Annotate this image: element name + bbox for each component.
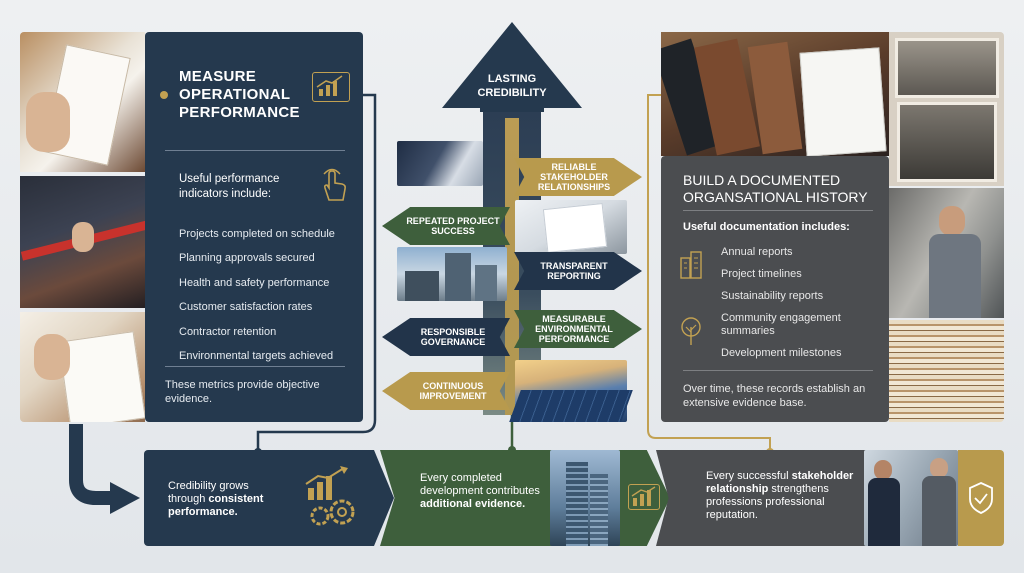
paper-stacks-photo xyxy=(889,320,1004,422)
list-item: Project timelines xyxy=(721,268,802,280)
list-item: Customer satisfaction rates xyxy=(179,301,313,314)
bottom-text-1: Credibility grows through consistent per… xyxy=(168,480,264,518)
list-item: Sustainability reports xyxy=(721,290,824,302)
ribbon-cutting-photo xyxy=(20,176,145,308)
pointer-hand-icon xyxy=(315,166,351,204)
banner-continuous-improvement: CONTINUOUS IMPROVEMENT xyxy=(382,372,510,410)
panel-title: MEASURE OPERATIONAL PERFORMANCE xyxy=(179,68,300,121)
panel-footer: These metrics provide objective evidence… xyxy=(165,379,320,405)
banner-reliable-stakeholder: RELIABLE STAKEHOLDER RELATIONSHIPS xyxy=(514,158,642,196)
bottom-text-3: Every successful stakeholder relationshi… xyxy=(706,470,854,521)
list-item: Projects completed on schedule xyxy=(179,228,335,240)
handshake-photo xyxy=(397,141,483,186)
bottom-box-consistent-performance: Credibility grows through consistent per… xyxy=(144,450,394,546)
compliance-document-photo xyxy=(515,200,627,254)
divider xyxy=(165,150,345,151)
panel-footer: Over time, these records establish an ex… xyxy=(683,383,866,409)
historic-photos xyxy=(889,32,1004,186)
chart-gears-icon xyxy=(302,466,362,530)
list-item: Annual reports xyxy=(721,246,793,258)
office-buildings-photo xyxy=(397,247,507,301)
lasting-credibility-label: LASTING CREDIBILITY xyxy=(477,73,547,99)
panel-title: BUILD A DOCUMENTED ORGANSATIONAL HISTORY xyxy=(683,172,868,205)
shield-check-badge xyxy=(958,450,1004,546)
signing-document-photo xyxy=(20,312,145,422)
skyscraper-photo xyxy=(550,450,620,546)
indicators-list: Projects completed on schedule Planning … xyxy=(179,222,335,368)
banner-measurable-environmental: MEASURABLE ENVIRONMENTAL PERFORMANCE xyxy=(514,310,642,348)
solar-panels-photo xyxy=(509,360,633,422)
archivist-photo xyxy=(889,188,1004,318)
bottom-box-stakeholder-relationship: Every successful stakeholder relationshi… xyxy=(656,450,866,546)
documented-history-panel: BUILD A DOCUMENTED ORGANSATIONAL HISTORY… xyxy=(661,156,889,422)
growth-chart-icon xyxy=(628,484,660,510)
indicators-subtitle: Useful performance indicators include: xyxy=(179,173,280,200)
divider xyxy=(165,366,345,367)
reports-binders-photo xyxy=(661,32,889,156)
buildings-icon xyxy=(679,250,703,280)
docs-list: Annual reports Project timelines Sustain… xyxy=(721,246,871,369)
handshake-photo xyxy=(864,450,958,546)
arrow-stem-highlight xyxy=(505,118,519,415)
bottom-text-2: Every completed development contributes … xyxy=(420,472,540,510)
clipboard-checklist-photo xyxy=(20,32,145,172)
growth-chart-icon xyxy=(312,72,350,102)
bottom-box-additional-evidence: Every completed development contributes … xyxy=(380,450,670,546)
list-item: Environmental targets achieved xyxy=(179,350,334,363)
list-item: Health and safety performance xyxy=(179,276,330,289)
central-upward-arrow xyxy=(440,20,584,112)
operational-performance-panel: MEASURE OPERATIONAL PERFORMANCE Useful p… xyxy=(145,32,363,422)
divider xyxy=(683,210,873,211)
divider xyxy=(683,370,873,371)
panel-bullet-dot xyxy=(160,91,168,99)
docs-subtitle: Useful documentation includes: xyxy=(683,221,850,233)
tree-icon xyxy=(679,316,703,346)
list-item: Community engagement summaries xyxy=(721,312,841,337)
list-item: Contractor retention xyxy=(179,325,277,338)
list-item: Development milestones xyxy=(721,347,842,359)
banner-responsible-governance: RESPONSIBLE GOVERNANCE xyxy=(382,318,510,356)
banner-transparent-reporting: TRANSPARENT REPORTING xyxy=(514,252,642,290)
banner-repeated-project-success: REPEATED PROJECT SUCCESS xyxy=(382,207,510,245)
list-item: Planning approvals secured xyxy=(179,252,315,265)
